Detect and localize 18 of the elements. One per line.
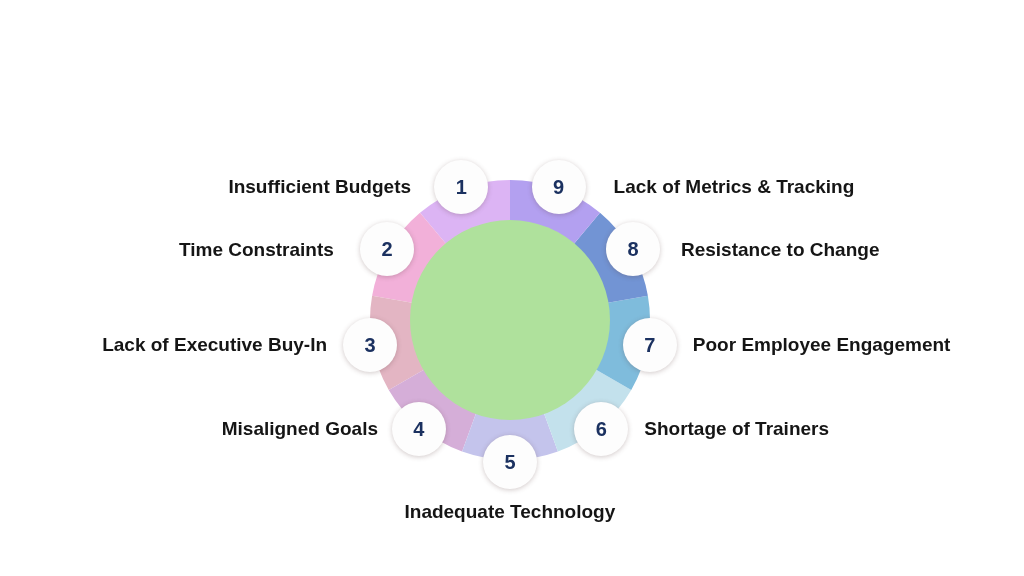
step-number: 8 <box>627 239 639 259</box>
step-number: 9 <box>553 176 565 197</box>
challenge-label: Lack of Metrics & Tracking <box>613 177 855 198</box>
step-number: 6 <box>595 418 607 439</box>
challenge-label: Lack of Executive Buy-In <box>102 335 328 357</box>
step-number: 3 <box>364 334 376 355</box>
step-number: 5 <box>504 452 516 472</box>
step-number: 4 <box>413 418 425 439</box>
challenge-label: Poor Employee Engagement <box>692 335 951 357</box>
step-number: 7 <box>644 334 656 355</box>
challenge-label: Misaligned Goals <box>221 419 378 441</box>
step-number: 1 <box>455 176 467 197</box>
challenge-label: Shortage of Trainers <box>644 419 830 441</box>
challenge-label: Resistance to Change <box>680 239 880 261</box>
step-number: 2 <box>381 239 393 259</box>
challenge-label: Insufficient Budgets <box>228 177 412 198</box>
challenge-label: Inadequate Technology <box>404 501 616 523</box>
challenge-label: Time Constraints <box>179 239 334 261</box>
